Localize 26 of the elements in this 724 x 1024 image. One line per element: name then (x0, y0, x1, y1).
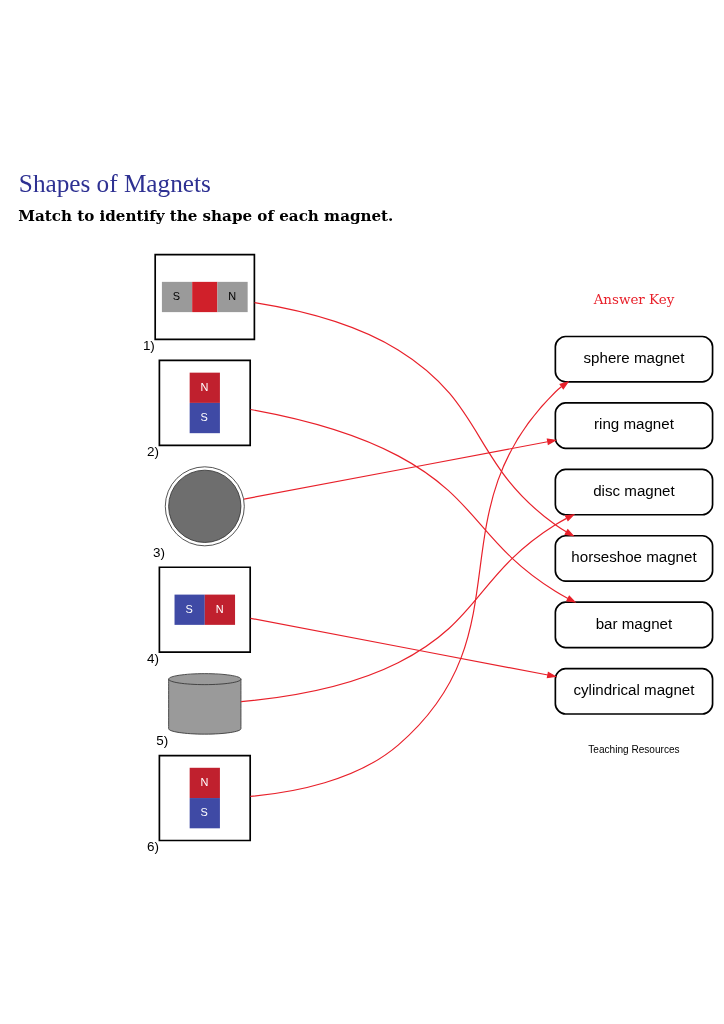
node-box: S N (154, 253, 256, 341)
node-label: 4) (147, 650, 160, 666)
node-box: cylindrical magnet (554, 667, 714, 715)
diagram-title: Shapes of Magnets (18, 169, 211, 197)
arrow (240, 514, 576, 703)
node-label: 3) (152, 544, 165, 560)
arrow (250, 617, 558, 679)
arrow (249, 381, 570, 797)
node-box: bar magnet (554, 601, 714, 649)
label: Answer Key (593, 291, 675, 307)
node-box: N S (158, 754, 252, 842)
arrow (243, 438, 558, 500)
label: Match to identify the shape of each magnet. (18, 206, 394, 225)
node-box: ring magnet (554, 402, 714, 450)
node-box: disc magnet (554, 468, 714, 516)
node-box: S N (158, 566, 252, 654)
node-label: 2) (147, 444, 160, 460)
node-box: sphere magnet (554, 335, 714, 383)
node-label: 1) (142, 338, 155, 354)
node-label: 6) (147, 839, 160, 855)
label: Teaching Resources (588, 743, 680, 755)
node-box: horseshoe magnet (554, 534, 714, 582)
arrow (254, 302, 575, 537)
arrow (249, 408, 577, 603)
node-label: 5) (156, 732, 169, 748)
node-box: N S (158, 359, 252, 447)
